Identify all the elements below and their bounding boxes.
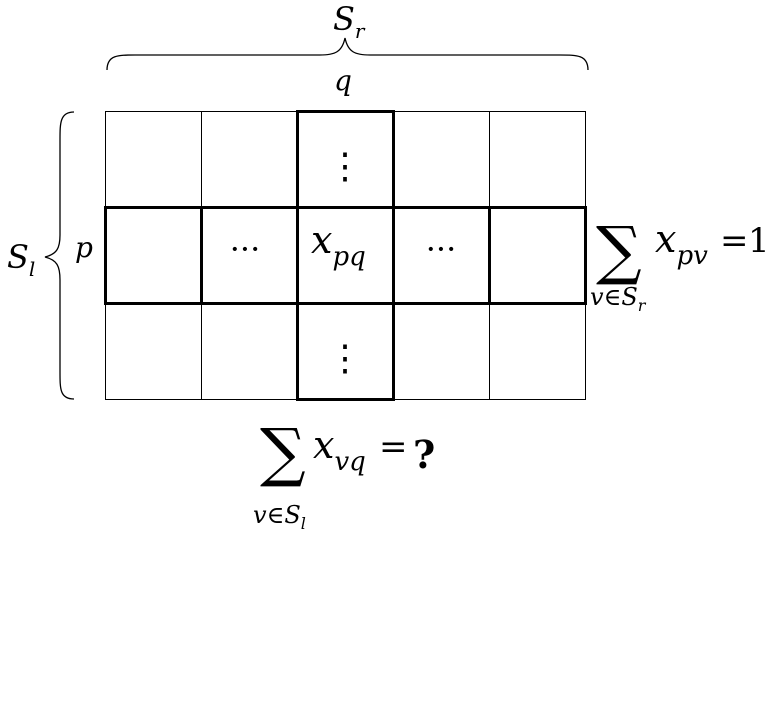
- vertical-dots-top: ⋮: [327, 146, 363, 187]
- highlight-row-cell: [104, 206, 203, 305]
- row-sum-equals: =: [720, 221, 749, 261]
- left-brace: [44, 111, 75, 400]
- row-sum-rhs: 1: [748, 221, 770, 261]
- row-label: p: [75, 231, 93, 264]
- horizontal-dots-left: ···: [230, 230, 261, 268]
- cell-center-label: xpq: [311, 218, 366, 272]
- top-brace: [106, 37, 589, 71]
- left-set-label: Sl: [7, 238, 35, 281]
- vertical-dots-bottom: ⋮: [327, 338, 363, 379]
- column-sum-equals: =: [379, 427, 408, 467]
- top-set-label: Sr: [333, 0, 366, 43]
- column-sum-index: v∈Sl: [253, 501, 306, 533]
- column-label: q: [334, 64, 352, 97]
- row-sum-term: xpv: [655, 217, 708, 271]
- row-sum-expression: ∑ xpv = 1 v∈Sr: [590, 214, 770, 315]
- column-sum-sigma: ∑: [260, 416, 306, 490]
- column-sum-expression: ∑ xvq = ? v∈Sl: [253, 416, 435, 533]
- highlighted-cells: [104, 110, 587, 401]
- horizontal-dots-right: ···: [426, 230, 457, 268]
- row-sum-sigma: ∑: [596, 214, 642, 288]
- highlight-row-cell: [488, 206, 587, 305]
- row-sum-index: v∈Sr: [590, 283, 647, 315]
- column-sum-term: xvq: [313, 423, 366, 477]
- column-sum-rhs: ?: [413, 432, 435, 477]
